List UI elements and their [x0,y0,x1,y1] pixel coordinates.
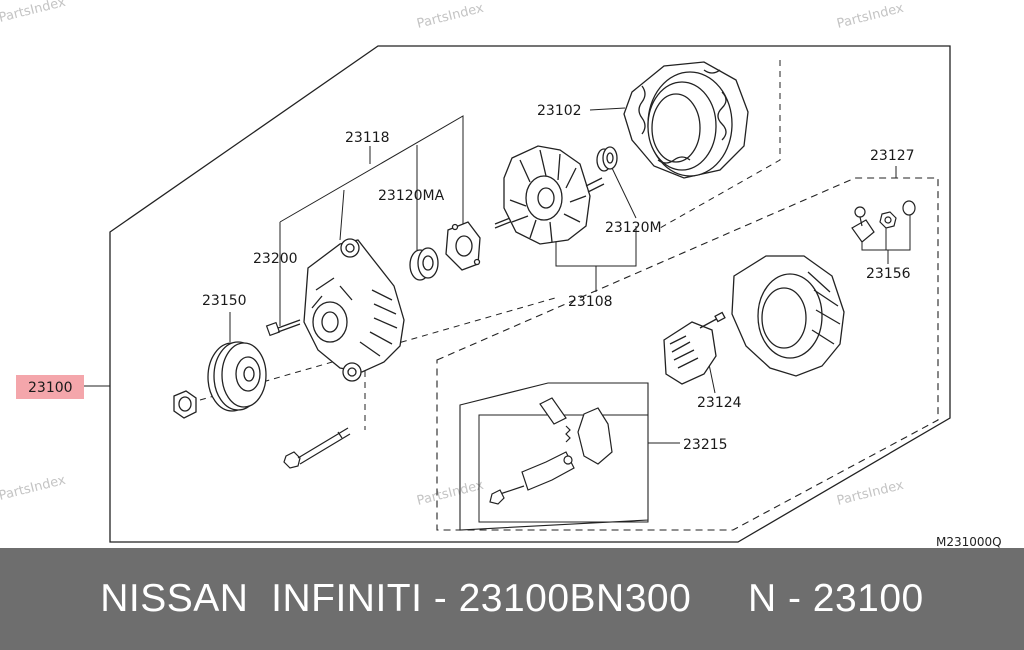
watermark: PartsIndex [415,1,485,32]
pulley-drawing [207,341,267,412]
part-label-23108[interactable]: 23108 [568,294,613,310]
watermark: PartsIndex [835,478,905,509]
part-label-23156[interactable]: 23156 [866,266,911,282]
watermark: PartsIndex [0,473,67,504]
rear-group-outline [436,177,939,531]
screw-drawing [265,319,301,337]
part-label-23150[interactable]: 23150 [202,293,247,309]
part-label-23120MA[interactable]: 23120MA [378,188,445,204]
retainer-plate-drawing [445,221,481,271]
watermark: PartsIndex [835,1,905,32]
through-bolt-drawing [283,427,351,469]
part-label-23100[interactable]: 23100 [28,380,73,396]
part-label-23200[interactable]: 23200 [253,251,298,267]
part-label-23124[interactable]: 23124 [697,395,742,411]
exploded-parts-diagram: PartsIndex PartsIndex PartsIndex PartsIn… [0,0,1002,548]
rear-bearing-drawing [596,146,618,172]
watermark: PartsIndex [0,0,67,26]
part-label-23118[interactable]: 23118 [345,130,390,146]
assembly-outline [109,45,951,543]
regulator-drawing [663,311,726,385]
part-label-23215[interactable]: 23215 [683,437,728,453]
terminal-parts-drawing [851,200,916,243]
part-label-23127[interactable]: 23127 [870,148,915,164]
assembly-number-highlight [16,375,84,399]
front-bearing-drawing [409,247,439,281]
footer-bar: NISSAN INFINITI - 23100BN300 N - 23100 [0,548,1024,650]
rotor-drawing [494,145,605,245]
part-label-23120M[interactable]: 23120M [605,220,662,236]
part-label-23102[interactable]: 23102 [537,103,582,119]
brush-holder-drawing [489,397,613,505]
diagram-code: M231000Q [936,535,1002,548]
pulley-nut-drawing [173,390,197,419]
stator-dashed-outline [659,60,781,229]
rear-cover-drawing [731,255,845,377]
watermark: PartsIndex [415,478,485,509]
front-housing-drawing [303,238,405,382]
stator-drawing [623,61,749,179]
footer-part-number: NISSAN INFINITI - 23100BN300 N - 23100 [100,577,924,620]
